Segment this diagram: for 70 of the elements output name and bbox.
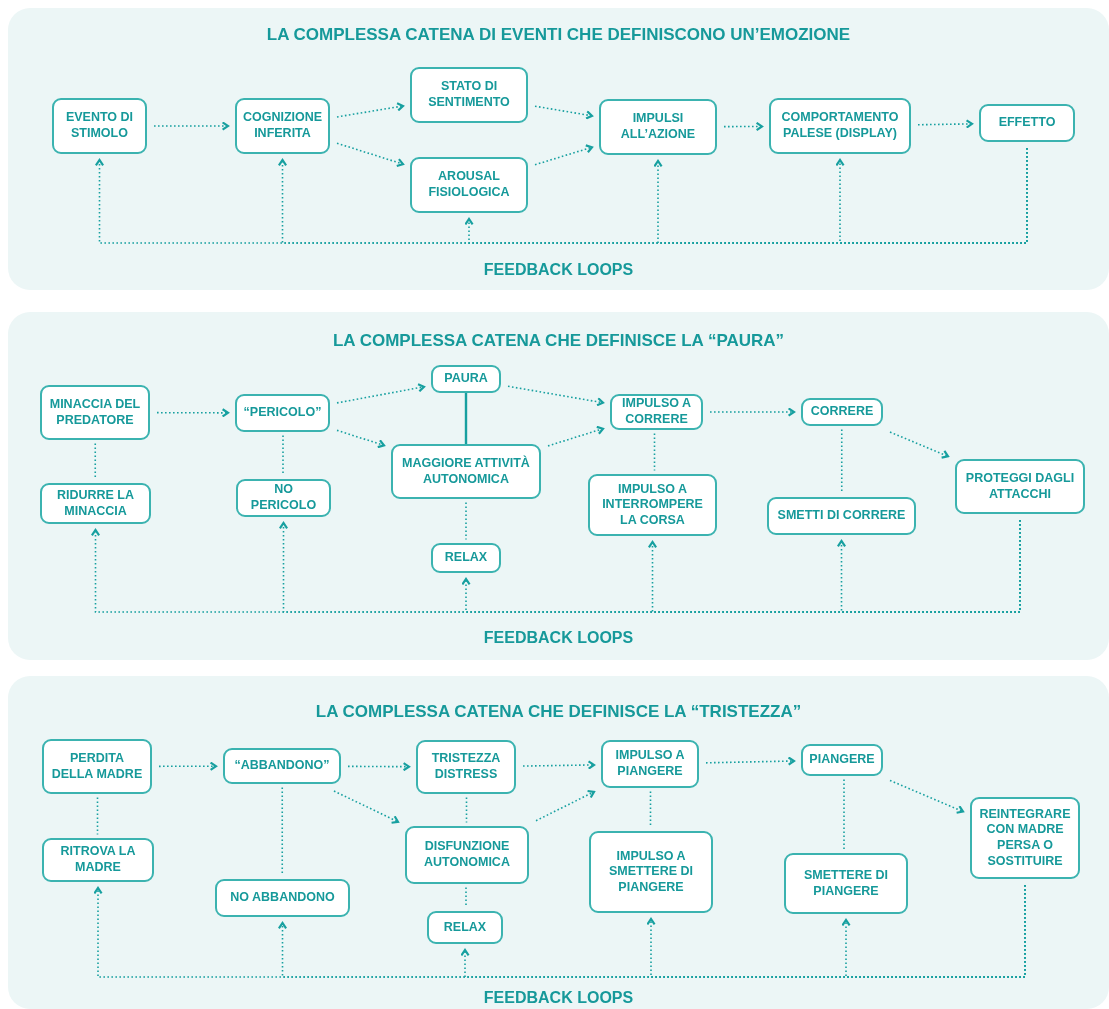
arrow (534, 144, 594, 166)
process-box: STATO DI SENTIMENTO (410, 67, 528, 123)
connector-line (465, 796, 468, 824)
process-box: TRISTEZZA DISTRESS (416, 740, 516, 794)
arrow (336, 102, 405, 118)
arrow (723, 121, 764, 132)
arrow (705, 756, 796, 766)
panel-title: LA COMPLESSA CATENA CHE DEFINISCE LA “TRISTEZZA” (315, 701, 802, 723)
process-box: AROUSAL FISIOLOGICA (410, 157, 528, 213)
arrow (333, 790, 400, 824)
connector-line (465, 501, 467, 541)
process-box: SMETTI DI CORRERE (767, 497, 916, 535)
arrow (889, 779, 965, 814)
process-box: IMPULSO A INTERROMPERE LA CORSA (588, 474, 717, 536)
arrow (709, 407, 796, 417)
process-box: RITROVA LA MADRE (42, 838, 154, 882)
panel-title: LA COMPLESSA CATENA DI EVENTI CHE DEFINISCONO UN’EMOZIONE (266, 24, 851, 46)
panel-title: LA COMPLESSA CATENA CHE DEFINISCE LA “PAURA” (332, 330, 785, 352)
process-box: EFFETTO (979, 104, 1075, 142)
feedback-label: FEEDBACK LOOPS (483, 260, 634, 280)
process-box: MAGGIORE ATTIVITÀ AUTONOMICA (391, 444, 541, 499)
feedback-label: FEEDBACK LOOPS (483, 988, 634, 1008)
arrow (836, 519, 1021, 613)
arrow (534, 105, 594, 120)
process-box: RIDURRE LA MINACCIA (40, 483, 151, 524)
arrow (841, 884, 1026, 978)
arrow (336, 383, 426, 404)
process-box: SMETTERE DI PIANGERE (784, 853, 908, 914)
connector-line (96, 796, 99, 836)
panel-background (8, 676, 1109, 1009)
process-box: PAURA (431, 365, 501, 393)
process-box: NO PERICOLO (236, 479, 331, 517)
arrow (522, 760, 596, 770)
arrow (835, 147, 1028, 244)
panel-background (8, 312, 1109, 660)
arrow (336, 429, 386, 449)
process-box: PIANGERE (801, 744, 883, 776)
arrow (156, 408, 230, 418)
feedback-label: FEEDBACK LOOPS (483, 628, 634, 648)
process-box: RELAX (427, 911, 503, 944)
process-box: NO ABBANDONO (215, 879, 350, 917)
connector-line (843, 778, 845, 851)
connector-line (653, 432, 656, 472)
process-box: IMPULSI ALL’AZIONE (599, 99, 717, 155)
process-box: PROTEGGI DAGLI ATTACCHI (955, 459, 1085, 514)
process-box: PERDITA DELLA MADRE (42, 739, 152, 794)
arrow (507, 385, 605, 407)
process-box: IMPULSO A SMETTERE DI PIANGERE (589, 831, 713, 913)
arrow (917, 119, 974, 129)
arrow (336, 142, 405, 167)
process-box: RELAX (431, 543, 501, 573)
process-box: EVENTO DI STIMOLO (52, 98, 147, 154)
process-box: COMPORTAMENTO PALESE (DISPLAY) (769, 98, 911, 154)
process-box: MINACCIA DEL PREDATORE (40, 385, 150, 440)
process-box: IMPULSO A CORRERE (610, 394, 703, 430)
arrow (153, 121, 230, 131)
arrow (535, 789, 596, 822)
arrow (158, 761, 218, 771)
process-box: IMPULSO A PIANGERE (601, 740, 699, 788)
process-box: REINTEGRARE CON MADRE PERSA O SOSTITUIRE (970, 797, 1080, 879)
process-box: “PERICOLO” (235, 394, 330, 432)
process-box: COGNIZIONE INFERITA (235, 98, 330, 154)
arrow (347, 762, 411, 772)
connector-line (464, 393, 468, 444)
panel-background (8, 8, 1109, 290)
process-box: “ABBANDONO” (223, 748, 341, 784)
process-box: DISFUNZIONE AUTONOMICA (405, 826, 529, 884)
arrow (547, 425, 605, 447)
process-box: CORRERE (801, 398, 883, 426)
arrow (889, 431, 950, 459)
